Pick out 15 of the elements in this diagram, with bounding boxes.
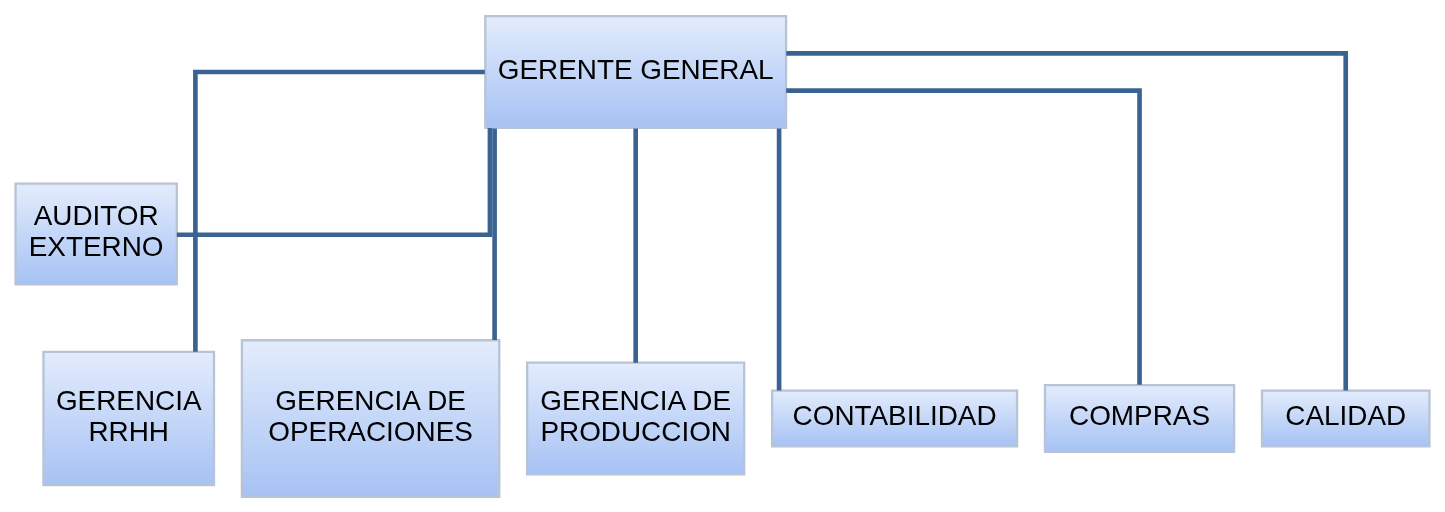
node-box: COMPRAS bbox=[1043, 383, 1236, 453]
connector bbox=[776, 127, 782, 391]
node-box: GERENCIA DE OPERACIONES bbox=[240, 338, 501, 498]
node-box: GERENCIA RRHH bbox=[42, 350, 216, 486]
connector bbox=[786, 50, 1349, 390]
connector bbox=[786, 87, 1142, 385]
connector bbox=[193, 69, 485, 352]
node-box: GERENCIA DE PRODUCCION bbox=[526, 361, 746, 475]
connector bbox=[492, 127, 497, 340]
node-box: CONTABILIDAD bbox=[770, 388, 1019, 448]
node-box: AUDITOR EXTERNO bbox=[14, 181, 178, 286]
connector bbox=[176, 127, 493, 237]
connector bbox=[633, 127, 638, 363]
node-box: CALIDAD bbox=[1260, 388, 1431, 448]
node-box: GERENTE GENERAL bbox=[484, 14, 788, 129]
